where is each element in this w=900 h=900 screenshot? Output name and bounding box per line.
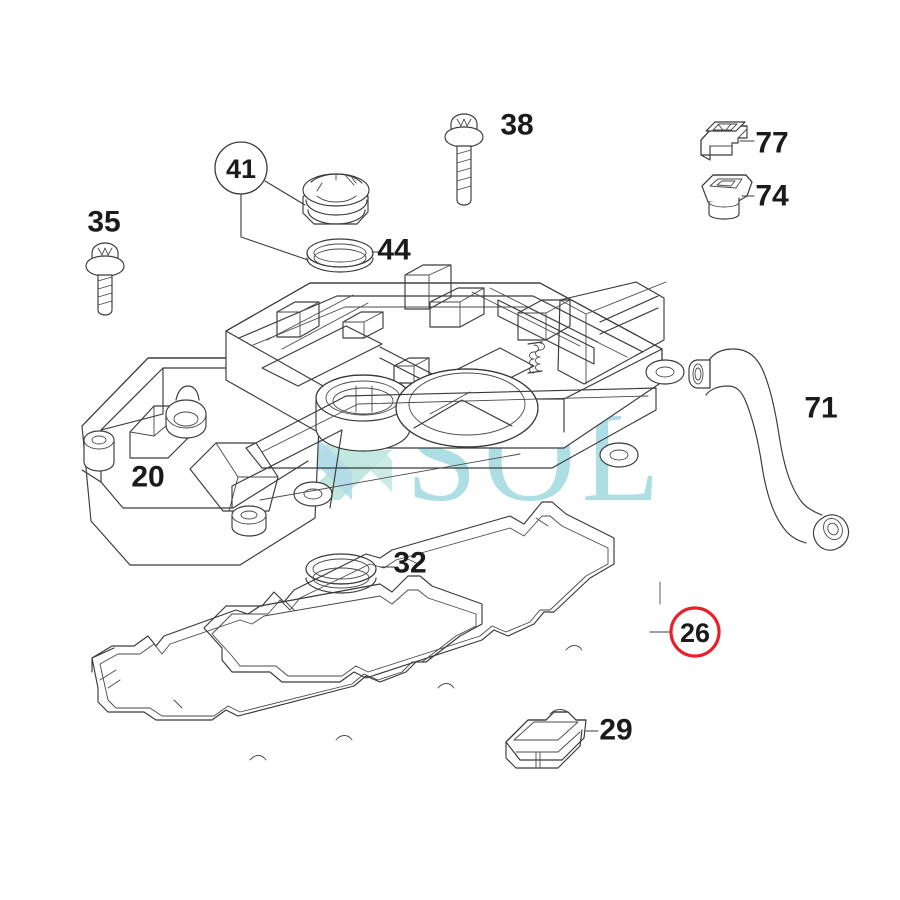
part-gasket-26-lower [91, 575, 483, 761]
part-valve-cover [81, 264, 685, 566]
label-32: 32 [393, 547, 426, 580]
leader-lines [240, 140, 755, 732]
callout-26-ring [669, 606, 721, 658]
part-seal-29 [505, 709, 587, 769]
leader-41-to-cap [264, 180, 306, 206]
part-grommet-74 [701, 174, 753, 220]
label-35: 35 [87, 206, 120, 239]
label-71: 71 [804, 392, 837, 425]
leader-41-to-seal [240, 193, 309, 261]
callout-26-number: 26 [680, 618, 710, 648]
label-44: 44 [377, 234, 411, 267]
part-seal-ring-32 [305, 553, 377, 594]
part-clip-77 [700, 121, 748, 161]
callout-41[interactable]: 41 [214, 141, 268, 195]
part-bolt-38 [444, 113, 484, 206]
part-oil-cap [302, 173, 370, 225]
callout-41-ring [214, 141, 268, 195]
part-cap-seal-ring [306, 238, 374, 273]
label-74: 74 [755, 180, 789, 213]
part-number-labels: 35 38 44 77 74 20 71 32 29 [87, 109, 837, 747]
label-20: 20 [131, 461, 164, 494]
label-38: 38 [500, 109, 533, 142]
label-29: 29 [599, 714, 632, 747]
part-gasket-26 [203, 501, 661, 689]
callout-41-number: 41 [226, 154, 256, 184]
callout-26-highlighted[interactable]: 26 [669, 606, 721, 658]
part-bolt-35 [85, 242, 125, 316]
part-vent-hose [688, 348, 850, 551]
label-77: 77 [755, 127, 788, 160]
